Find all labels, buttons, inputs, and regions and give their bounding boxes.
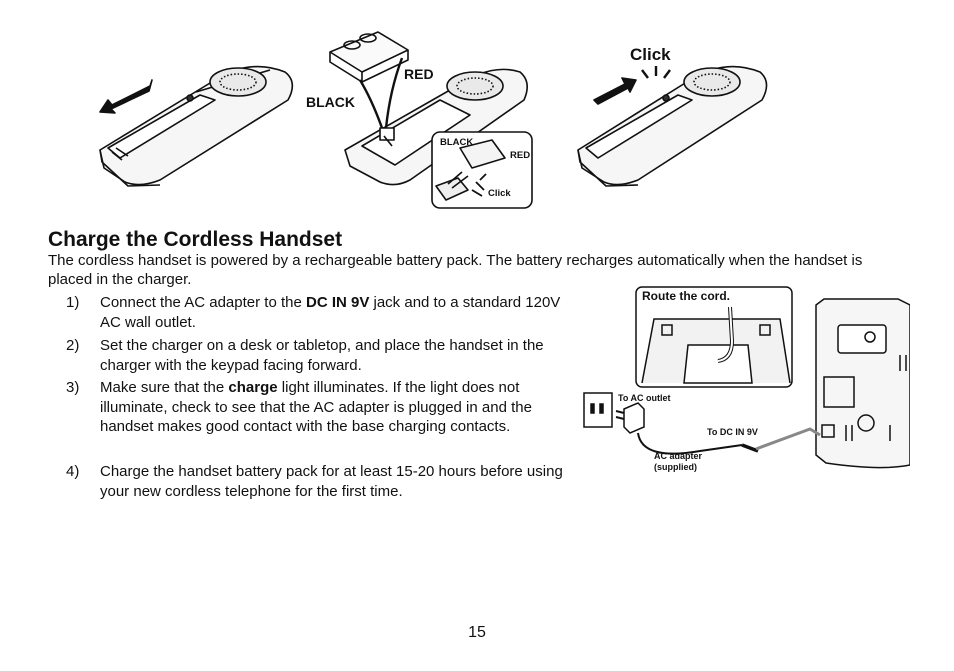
wall-outlet-drawing (583, 392, 613, 428)
charger-connection-diagram: Route the cord. To AC outlet To DC IN 9V… (583, 286, 910, 472)
slide-left-arrow (99, 79, 153, 114)
handset-cover-closed-drawing (577, 65, 768, 187)
battery-pack-drawing (329, 31, 409, 83)
label-click-small: Click (488, 188, 511, 199)
ac-adapter-drawing (623, 402, 645, 434)
light-name: charge (228, 379, 278, 396)
route-cord-label: Route the cord. (642, 289, 730, 303)
jack-name: DC IN 9V (305, 294, 370, 311)
step-number: 4) (66, 463, 80, 480)
section-intro: The cordless handset is powered by a rec… (48, 252, 863, 288)
step-number: 1) (66, 294, 80, 311)
step-text: Charge the handset battery pack for at l… (100, 463, 563, 500)
step-text: Make sure that the charge light illumina… (100, 379, 532, 435)
step-text: Set the charger on a desk or tabletop, a… (100, 337, 544, 374)
label-black: BLACK (306, 94, 355, 110)
slide-right-arrow (593, 77, 637, 105)
to-dc-in-label: To DC IN 9V (707, 427, 758, 437)
step-number: 2) (66, 337, 80, 354)
adapter-label-line2: (supplied) (654, 462, 697, 472)
step-number: 3) (66, 379, 80, 396)
label-red: RED (404, 66, 434, 82)
adapter-label-line1: AC adapter (654, 451, 703, 461)
label-black-small: BLACK (440, 137, 473, 148)
handset-cover-removal-drawing (99, 65, 294, 187)
page-number: 15 (468, 624, 486, 641)
to-ac-outlet-label: To AC outlet (618, 393, 671, 403)
label-red-small: RED (510, 150, 530, 161)
step-text: Connect the AC adapter to the DC IN 9V j… (100, 294, 561, 331)
handset-open-battery-drawing (344, 68, 528, 186)
label-click: Click (630, 45, 671, 64)
section-title: Charge the Cordless Handset (48, 228, 343, 251)
battery-installation-illustration: RED BLACK BLACK RED Click Click (99, 31, 768, 209)
